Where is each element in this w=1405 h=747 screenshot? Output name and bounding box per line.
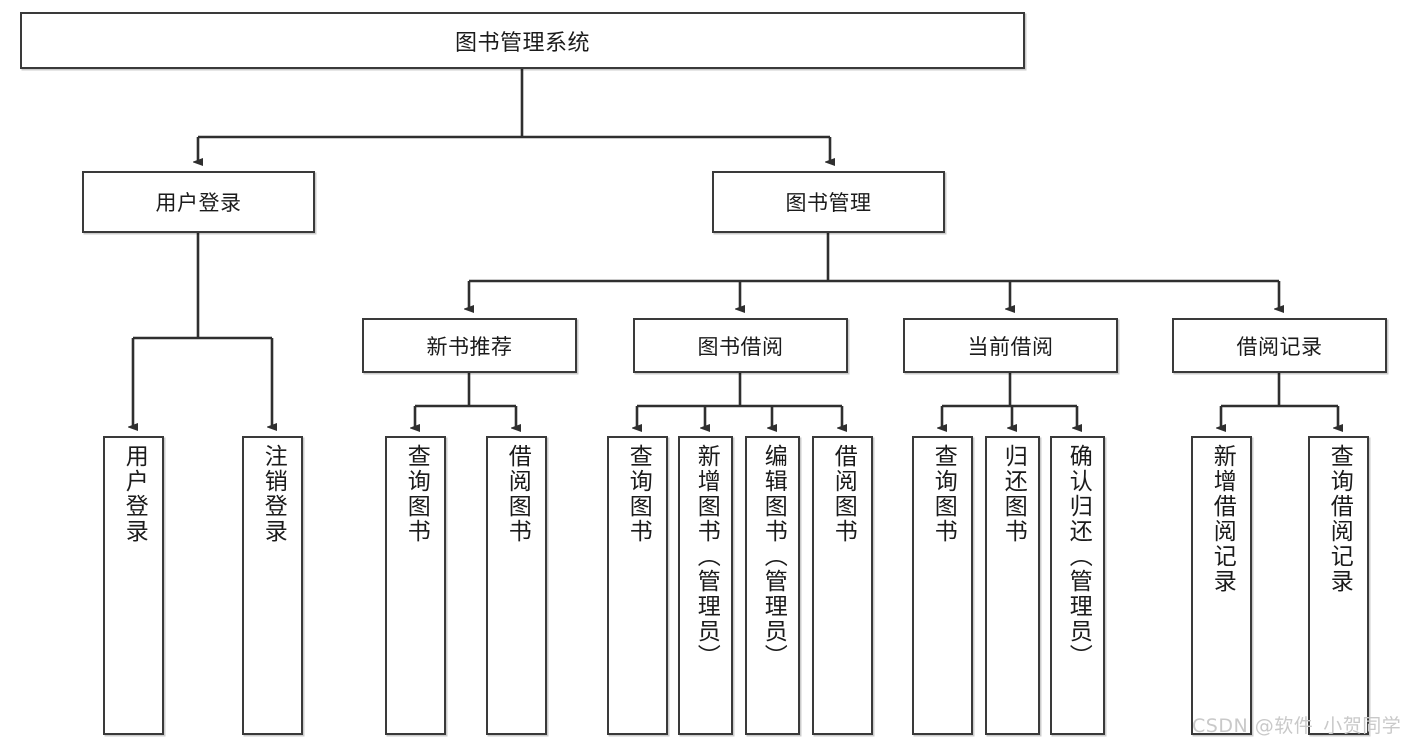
node-user-login[interactable]: 用户登录 [82,171,315,233]
node-leaf-add-borrow-record-label: 新增借阅记录 [1209,444,1236,594]
node-user-login-label: 用户登录 [155,191,242,215]
node-leaf-query-borrow-record[interactable]: 查询借阅记录 [1308,436,1369,735]
node-book-borrow[interactable]: 图书借阅 [633,318,848,373]
node-new-book-recommend-label: 新书推荐 [426,334,513,359]
csdn-watermark: CSDN @软件_小贺同学 [1192,715,1402,737]
node-current-borrow-label: 当前借阅 [967,334,1054,359]
node-leaf-edit-book-admin-label: 编辑图书（管理员） [760,444,787,669]
node-leaf-borrow-book-label: 借阅图书 [830,444,857,544]
node-leaf-query-book-borrow-label: 查询图书 [625,444,652,544]
node-leaf-query-book-current-label: 查询图书 [930,444,957,544]
node-leaf-query-book-borrow[interactable]: 查询图书 [607,436,668,735]
node-leaf-logout-login[interactable]: 注销登录 [242,436,303,735]
node-book-management-label: 图书管理 [785,191,872,215]
node-leaf-return-book-label: 归还图书 [1000,444,1027,544]
node-current-borrow[interactable]: 当前借阅 [903,318,1118,373]
node-book-borrow-label: 图书借阅 [697,334,784,359]
node-leaf-query-book-rec[interactable]: 查询图书 [385,436,446,735]
node-root-label: 图书管理系统 [454,30,590,56]
node-leaf-borrow-book[interactable]: 借阅图书 [812,436,873,735]
node-leaf-user-login-label: 用户登录 [121,444,148,544]
node-leaf-add-book-admin-label: 新增图书（管理员） [693,444,720,669]
node-leaf-borrow-book-rec[interactable]: 借阅图书 [486,436,547,735]
node-leaf-add-borrow-record[interactable]: 新增借阅记录 [1191,436,1252,735]
node-leaf-edit-book-admin[interactable]: 编辑图书（管理员） [745,436,800,735]
node-leaf-confirm-return-admin[interactable]: 确认归还（管理员） [1050,436,1105,735]
node-leaf-logout-login-label: 注销登录 [260,444,287,544]
node-leaf-return-book[interactable]: 归还图书 [985,436,1040,735]
node-leaf-query-book-current[interactable]: 查询图书 [912,436,973,735]
node-root[interactable]: 图书管理系统 [20,12,1025,69]
node-leaf-confirm-return-admin-label: 确认归还（管理员） [1065,444,1092,669]
node-leaf-user-login[interactable]: 用户登录 [103,436,164,735]
node-borrow-record-label: 借阅记录 [1236,334,1323,359]
node-leaf-query-book-rec-label: 查询图书 [403,444,430,544]
node-leaf-add-book-admin[interactable]: 新增图书（管理员） [678,436,733,735]
node-book-management[interactable]: 图书管理 [712,171,945,233]
node-leaf-borrow-book-rec-label: 借阅图书 [504,444,531,544]
node-borrow-record[interactable]: 借阅记录 [1172,318,1387,373]
node-leaf-query-borrow-record-label: 查询借阅记录 [1326,444,1353,594]
node-new-book-recommend[interactable]: 新书推荐 [362,318,577,373]
